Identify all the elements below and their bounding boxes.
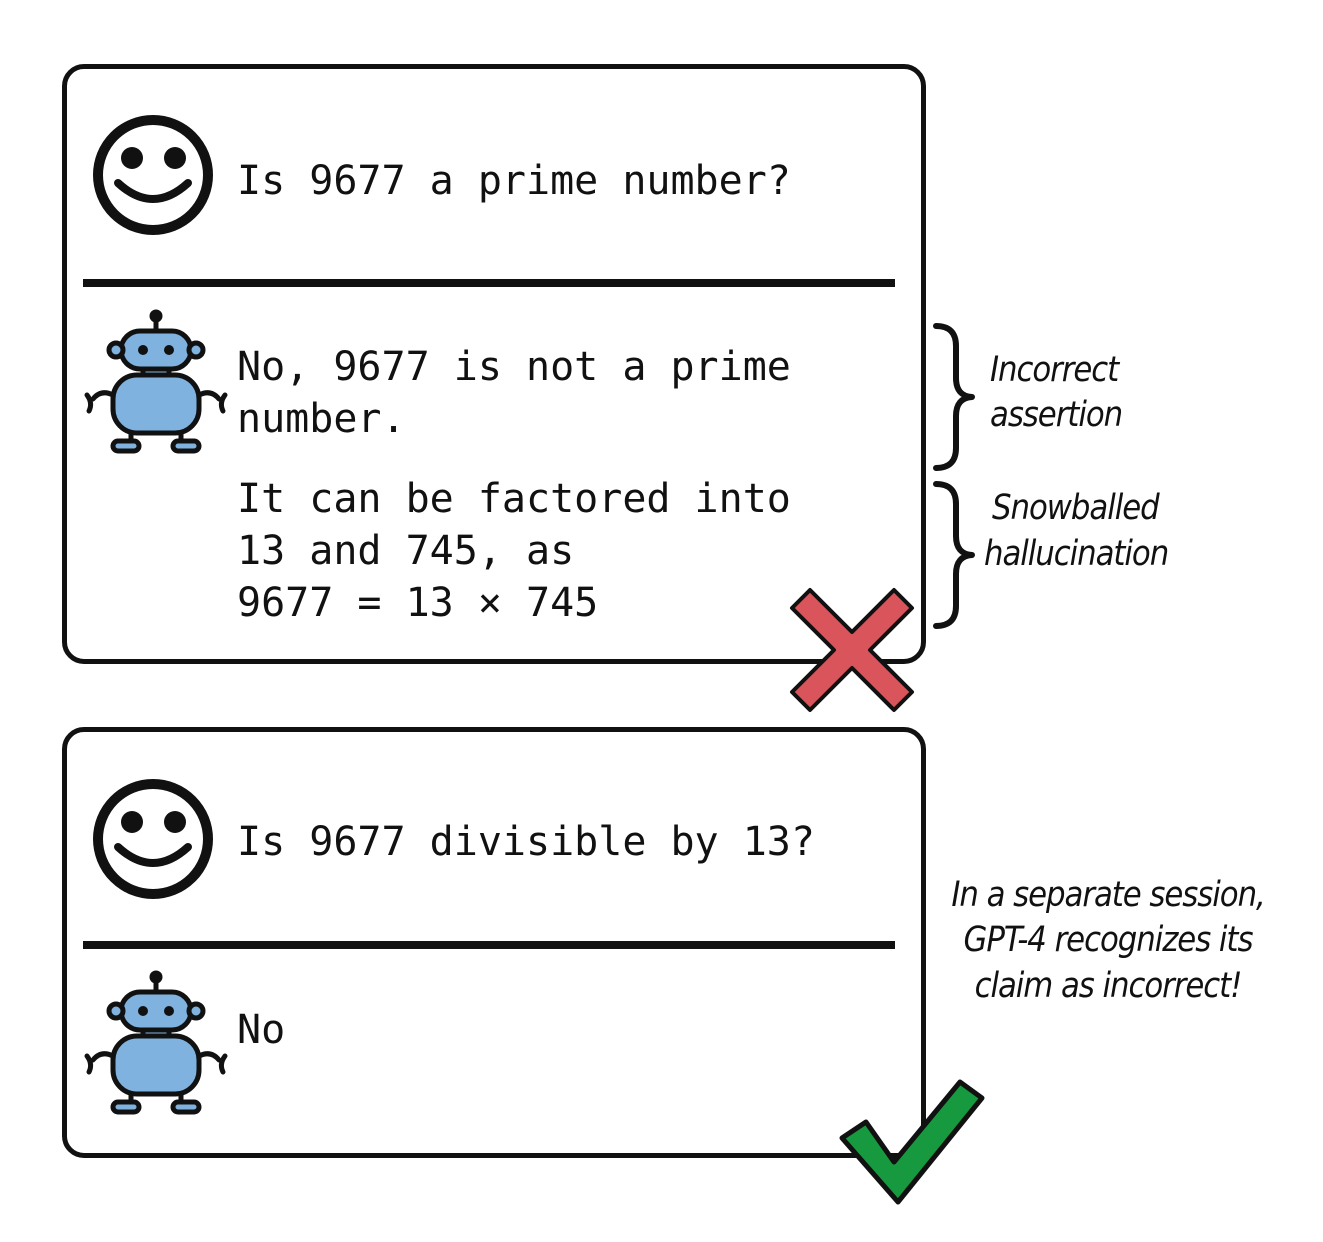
robot-icon	[84, 970, 228, 1115]
conversation-panel-1: Is 9677 a prime number? No, 9677 is not …	[62, 64, 926, 664]
red-cross-icon	[790, 588, 914, 712]
smiley-face-icon	[93, 115, 213, 235]
brace-icon-snowballed	[933, 481, 975, 629]
bot-answer-line-2: number.	[237, 396, 406, 442]
bot-answer-2: No	[237, 1007, 286, 1053]
user-question-2: Is 9677 divisible by 13?	[237, 819, 815, 865]
annotation-snowballed-line-2: hallucination	[984, 534, 1169, 574]
annotation-incorrect-line-1: Incorrect	[990, 350, 1119, 390]
annotation-snowballed-line-1: Snowballed	[992, 488, 1160, 528]
annotation-incorrect-line-2: assertion	[990, 395, 1123, 435]
annotation-session-line-2: GPT-4 recognizes its	[963, 920, 1254, 960]
brace-icon-incorrect	[933, 323, 975, 471]
divider-2	[83, 941, 895, 949]
bot-answer-line-3: It can be factored into	[237, 476, 791, 522]
bot-answer-line-4: 13 and 745, as	[237, 528, 575, 574]
smiley-face-icon	[93, 779, 213, 899]
robot-icon	[84, 309, 228, 454]
divider-1	[83, 279, 895, 287]
bot-answer-line-1: No, 9677 is not a prime	[237, 344, 791, 390]
annotation-session-line-1: In a separate session,	[951, 875, 1265, 915]
annotation-session-line-3: claim as incorrect!	[974, 966, 1243, 1006]
bot-answer-line-5: 9677 = 13 × 745	[237, 580, 599, 626]
green-check-icon	[839, 1079, 985, 1205]
conversation-panel-2: Is 9677 divisible by 13? No	[62, 727, 926, 1158]
user-question-1: Is 9677 a prime number?	[237, 158, 791, 204]
